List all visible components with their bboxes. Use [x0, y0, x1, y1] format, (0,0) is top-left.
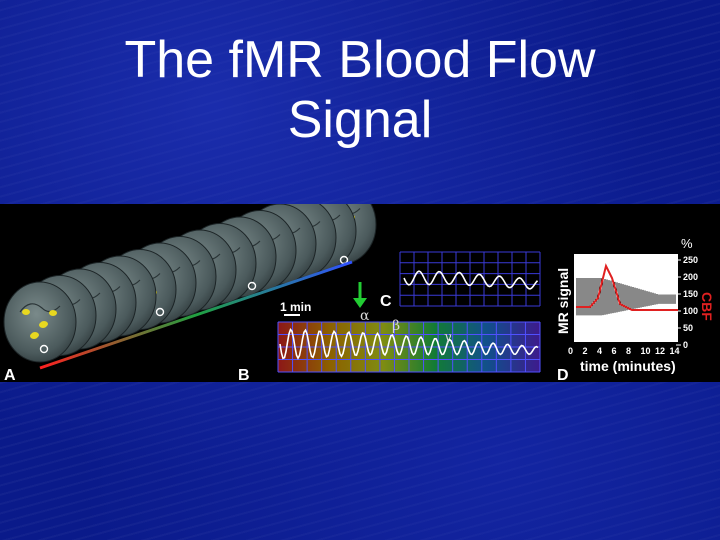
x-tick-label: 2	[583, 346, 588, 356]
time-axis-label: time (minutes)	[580, 358, 676, 374]
marker-circle	[155, 307, 165, 317]
panel-d-x-tick-labels: 0 2 4 6 8 10 12 14	[568, 346, 680, 356]
y-tick-label: 50	[683, 323, 693, 333]
x-tick-label: 14	[670, 346, 680, 356]
panel-label-d: D	[557, 367, 569, 382]
figure-panel: 1 min α β γ A B C D MR signal CBF % 0 2 …	[0, 204, 720, 382]
y-tick-label: 200	[683, 272, 698, 282]
brain-slice-shape	[3, 281, 77, 363]
brain-slice-stack	[3, 204, 377, 363]
green-arrow-icon	[353, 282, 367, 308]
panel-label-b: B	[238, 367, 250, 382]
x-tick-label: 4	[597, 346, 602, 356]
beta-label: β	[392, 318, 400, 334]
gamma-label: γ	[444, 330, 452, 345]
y-tick-label: 150	[683, 289, 698, 299]
panel-label-c: C	[380, 293, 392, 310]
x-tick-label: 0	[568, 346, 573, 356]
oscillation-trace-lower	[279, 328, 539, 360]
x-tick-label: 6	[612, 346, 617, 356]
title-line-1: The fMR Blood Flow	[124, 31, 596, 89]
panel-label-a: A	[4, 367, 16, 382]
brain-slice	[3, 281, 77, 363]
percent-unit-label: %	[681, 236, 693, 251]
alpha-label: α	[360, 308, 370, 324]
x-tick-label: 8	[626, 346, 631, 356]
panel-d-plot-area	[574, 254, 678, 342]
scale-bar-label: 1 min	[280, 300, 311, 314]
x-tick-label: 12	[655, 346, 665, 356]
marker-circle	[39, 344, 49, 354]
figure-svg: 1 min α β γ A B C D MR signal CBF % 0 2 …	[3, 204, 715, 382]
oscillation-trace-upper	[403, 270, 539, 290]
title-line-2: Signal	[287, 91, 433, 149]
y-tick-label: 100	[683, 306, 698, 316]
marker-circle	[247, 281, 257, 291]
upper-grid	[399, 251, 541, 307]
y-tick-label: 0	[683, 340, 688, 350]
panel-d-y-tick-labels: 250 200 150 100 50 0	[683, 255, 698, 350]
cbf-trace	[576, 263, 678, 311]
time-axis-line	[39, 260, 353, 370]
x-tick-label: 10	[641, 346, 651, 356]
panel-d-mr-trace	[576, 278, 676, 316]
slide-title: The fMR Blood Flow Signal	[0, 30, 720, 150]
lower-grid	[277, 321, 541, 373]
cbf-axis-label: CBF	[699, 292, 715, 321]
activation-spot	[22, 309, 30, 315]
y-tick-label: 250	[683, 255, 698, 265]
activation-spot	[30, 333, 38, 339]
mr-signal-axis-label: MR signal	[555, 268, 571, 334]
activation-spot	[39, 322, 47, 328]
activation-spot	[49, 310, 57, 316]
